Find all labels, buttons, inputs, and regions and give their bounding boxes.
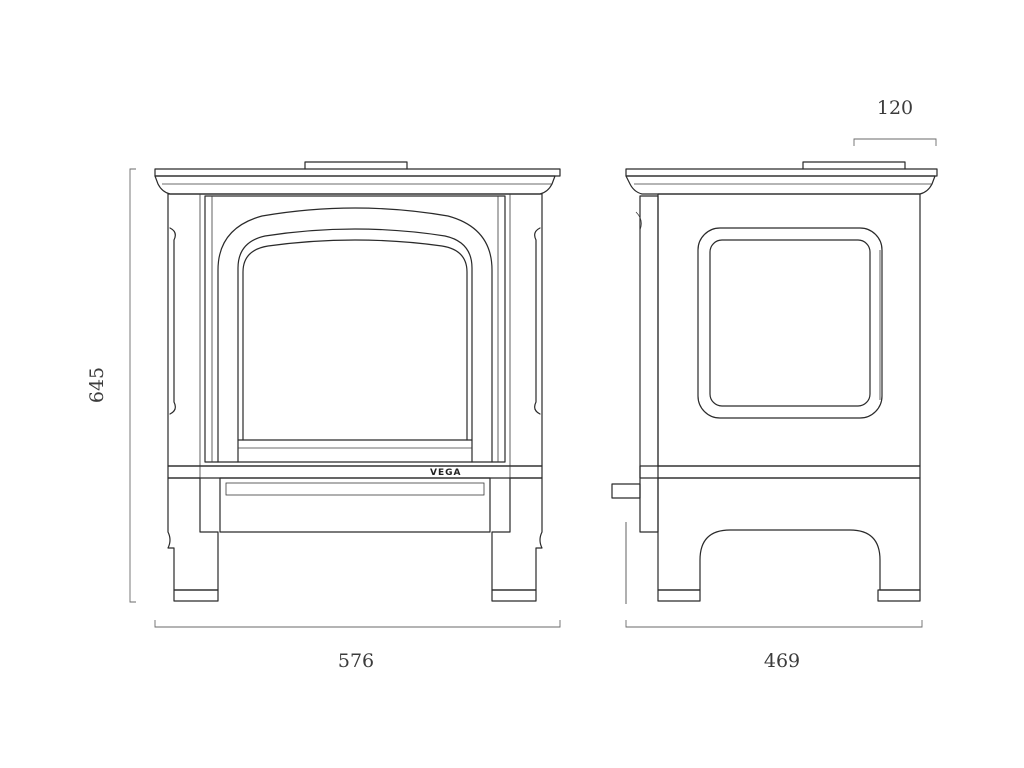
side-body bbox=[657, 193, 921, 467]
depth-dimension-line bbox=[625, 620, 923, 628]
brand-mark: VEGA bbox=[430, 468, 461, 478]
side-cornice bbox=[625, 175, 936, 195]
side-top-plate bbox=[625, 168, 938, 177]
front-cornice bbox=[154, 175, 556, 195]
side-rear-foot bbox=[877, 589, 921, 602]
width-dimension-line bbox=[154, 620, 561, 628]
side-door-edge bbox=[639, 195, 659, 533]
depth-dimension-label: 469 bbox=[764, 650, 800, 672]
height-dimension-label: 645 bbox=[86, 367, 108, 403]
front-right-leg bbox=[491, 477, 543, 591]
front-body bbox=[167, 193, 543, 467]
flue-offset-dimension-label: 120 bbox=[877, 97, 913, 119]
front-flue-collar bbox=[304, 161, 408, 170]
front-right-foot bbox=[491, 589, 537, 602]
front-arch-inner bbox=[237, 228, 473, 463]
front-glass bbox=[242, 239, 468, 441]
front-door-frame bbox=[204, 195, 506, 463]
side-window-inner bbox=[709, 239, 871, 407]
front-view: VEGA bbox=[154, 161, 561, 602]
side-view bbox=[611, 161, 938, 604]
dimension-lines: 645 576 469 120 bbox=[86, 97, 937, 672]
front-left-leg bbox=[167, 477, 219, 591]
front-left-scroll bbox=[169, 227, 176, 415]
side-window-outer bbox=[697, 227, 883, 419]
front-right-scroll bbox=[534, 227, 541, 415]
front-mid-band bbox=[167, 465, 543, 479]
width-dimension-label: 576 bbox=[338, 650, 374, 672]
front-top-plate bbox=[154, 168, 561, 177]
front-left-foot bbox=[173, 589, 219, 602]
front-arch-outer bbox=[217, 207, 493, 463]
front-ash-drawer bbox=[219, 477, 491, 533]
height-dimension-line bbox=[129, 168, 136, 603]
side-front-foot bbox=[657, 589, 701, 602]
side-air-lever bbox=[611, 483, 641, 499]
side-mid-band bbox=[639, 465, 921, 479]
side-flue-collar bbox=[802, 161, 906, 170]
flue-offset-dimension-line bbox=[853, 138, 937, 146]
side-base bbox=[657, 477, 921, 591]
